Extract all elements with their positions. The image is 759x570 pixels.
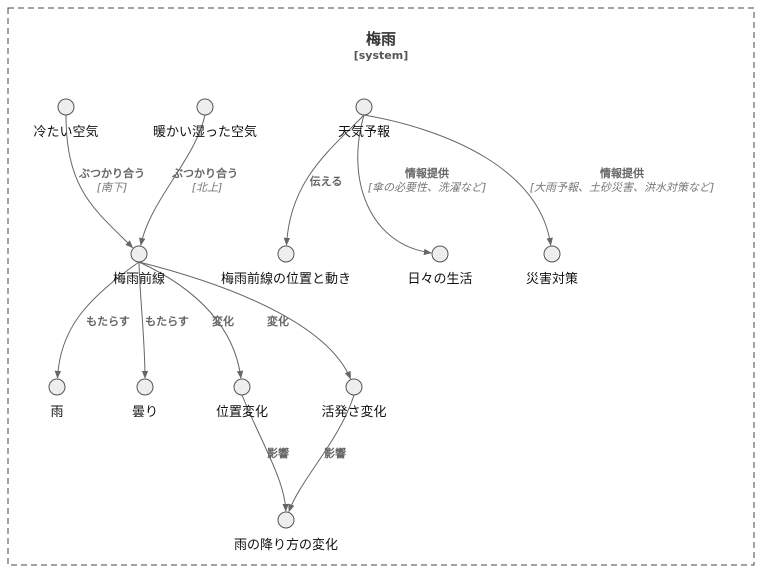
edge-label-front-to-cloudy: もたらす [145,315,189,328]
node-front_pos[interactable] [277,245,295,263]
node-label-rain_change: 雨の降り方の変化 [234,537,338,553]
edge-tech-cold_air-to-front: [南下] [97,181,128,194]
edge-front-to-cloudy [138,261,149,379]
edge-pos_change-to-rain_change [241,394,289,512]
node-rain[interactable] [48,378,66,396]
node-pos_change[interactable] [233,378,251,396]
node-label-pos_change: 位置変化 [216,404,268,420]
edge-forecast-to-disaster [363,114,553,246]
system-boundary [7,7,755,566]
edge-front-to-pos_change [138,261,244,379]
node-label-forecast: 天気予報 [338,124,390,140]
node-front[interactable] [130,245,148,263]
node-rain_change[interactable] [277,511,295,529]
edge-forecast-to-front_pos [283,114,365,246]
edge-label-activity_change-to-rain_change: 影響 [324,446,346,460]
node-daily[interactable] [431,245,449,263]
edge-label-pos_change-to-rain_change: 影響 [267,446,289,460]
edge-warm_air-to-front [139,114,206,246]
node-disaster[interactable] [543,245,561,263]
node-label-cloudy: 曇り [132,405,158,420]
edge-forecast-to-daily [357,114,432,256]
edge-label-forecast-to-daily: 情報提供 [405,166,449,180]
edge-tech-warm_air-to-front: [北上] [192,181,223,194]
edge-label-front-to-rain: もたらす [86,315,130,328]
edge-label-cold_air-to-front: ぶつかり合う [78,166,145,180]
node-activity_change[interactable] [345,378,363,396]
edges-layer: ぶつかり合う[南下]ぶつかり合う[北上]伝える情報提供[傘の必要性、洗濯など]情… [54,114,715,513]
node-warm_air[interactable] [196,98,214,116]
edge-label-front-to-pos_change: 変化 [212,314,234,328]
boundary-subtitle: [system] [354,49,409,62]
node-label-disaster: 災害対策 [526,271,578,287]
edge-front-to-activity_change [138,261,351,380]
edge-label-front-to-activity_change: 変化 [267,314,289,328]
node-label-activity_change: 活発さ変化 [321,404,386,420]
node-label-cold_air: 冷たい空気 [33,124,98,140]
boundary-title: 梅雨 [366,30,396,48]
node-cloudy[interactable] [136,378,154,396]
node-label-front_pos: 梅雨前線の位置と動き [221,271,351,287]
edge-activity_change-to-rain_change [288,394,355,513]
edge-tech-forecast-to-daily: [傘の必要性、洗濯など] [368,181,487,194]
edge-label-forecast-to-front_pos: 伝える [310,174,343,188]
edge-label-forecast-to-disaster: 情報提供 [600,166,644,180]
edge-cold_air-to-front [65,114,134,249]
node-cold_air[interactable] [57,98,75,116]
node-label-rain: 雨 [50,405,63,420]
node-label-warm_air: 暖かい湿った空気 [153,124,257,140]
node-label-front: 梅雨前線 [113,271,165,287]
edge-label-warm_air-to-front: ぶつかり合う [171,166,238,180]
edge-tech-forecast-to-disaster: [大雨予報、土砂災害、洪水対策など] [530,181,715,194]
node-forecast[interactable] [355,98,373,116]
edge-front-to-rain [54,261,140,379]
node-label-daily: 日々の生活 [407,272,472,287]
